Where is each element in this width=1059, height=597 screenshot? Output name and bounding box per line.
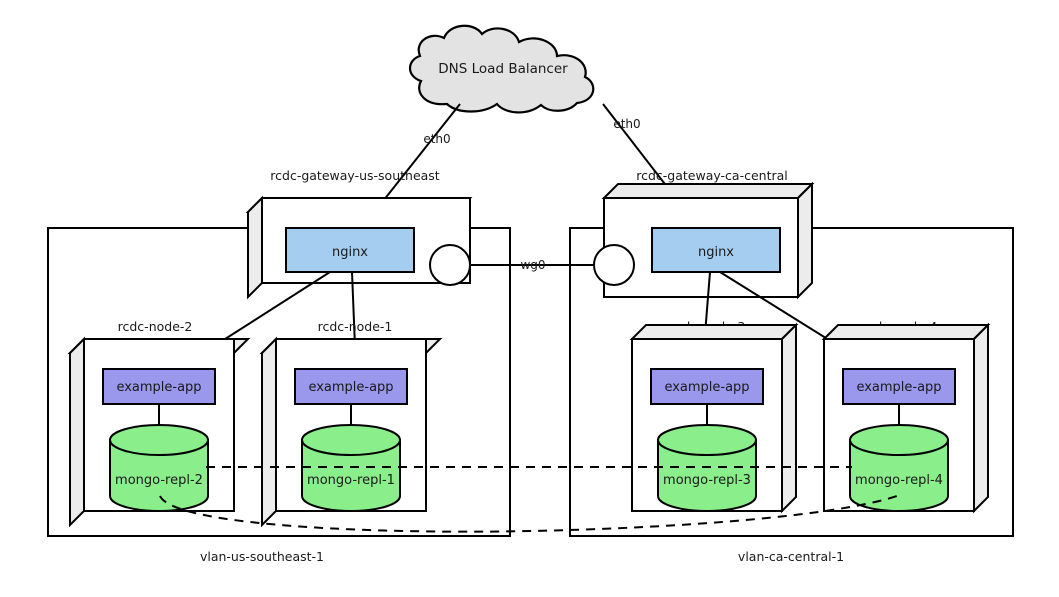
node-1-db-label: mongo-repl-1 [307, 473, 395, 488]
dns-load-balancer-cloud: DNS Load Balancer [408, 24, 595, 114]
node-4-app-label: example-app [856, 380, 941, 395]
gateway-us-wg-interface[interactable] [429, 244, 471, 286]
gateway-us-southeast[interactable]: rcdc-gateway-us-southeast nginx [245, 168, 473, 300]
node-3-app-label: example-app [664, 380, 749, 395]
node-2-app-label: example-app [116, 380, 201, 395]
node-2-app-box[interactable] [102, 368, 216, 405]
node-1-db-cylinder[interactable] [301, 424, 401, 512]
node-rcdc-node-2[interactable]: rcdc-node-2 example-app mongo-repl-2 [67, 319, 251, 528]
gateway-us-label: rcdc-gateway-us-southeast [270, 168, 440, 183]
gateway-ca-nginx-label: nginx [698, 245, 734, 260]
gateway-ca-wg-interface[interactable] [593, 244, 635, 286]
node-rcdc-node-4[interactable]: rcdc-node-4 example-app mongo-repl-4 [821, 319, 991, 514]
vlan-us-label: vlan-us-southeast-1 [200, 549, 324, 564]
node-3-db-cylinder[interactable] [657, 424, 757, 512]
node-1-label: rcdc-node-1 [318, 319, 393, 334]
node-4-db-label: mongo-repl-4 [855, 473, 943, 488]
gateway-us-nginx-box[interactable] [285, 227, 415, 273]
gateway-us-nginx-label: nginx [332, 245, 368, 260]
node-1-app-box[interactable] [294, 368, 408, 405]
node-3-app-box[interactable] [650, 368, 764, 405]
eth0-left-label: eth0 [423, 132, 450, 146]
gateway-ca-central[interactable]: rcdc-gateway-ca-central nginx [593, 168, 815, 300]
node-3-db-label: mongo-repl-3 [663, 473, 751, 488]
gateway-ca-label: rcdc-gateway-ca-central [636, 168, 788, 183]
repl-link-curve-bottom [159, 494, 901, 533]
cloud-label: DNS Load Balancer [438, 61, 568, 77]
wg0-label: wg0 [520, 258, 545, 272]
node-rcdc-node-3[interactable]: rcdc-node-3 example-app mongo-repl-3 [629, 319, 799, 514]
node-2-db-label: mongo-repl-2 [115, 473, 203, 488]
node-2-db-cylinder[interactable] [109, 424, 209, 512]
node-2-label: rcdc-node-2 [118, 319, 193, 334]
vlan-ca-label: vlan-ca-central-1 [738, 549, 844, 564]
node-rcdc-node-1[interactable]: rcdc-node-1 example-app mongo-repl-1 [259, 319, 443, 528]
node-1-app-label: example-app [308, 380, 393, 395]
node-4-db-cylinder[interactable] [849, 424, 949, 512]
gateway-ca-nginx-box[interactable] [651, 227, 781, 273]
eth0-right-label: eth0 [613, 117, 640, 131]
node-4-app-box[interactable] [842, 368, 956, 405]
